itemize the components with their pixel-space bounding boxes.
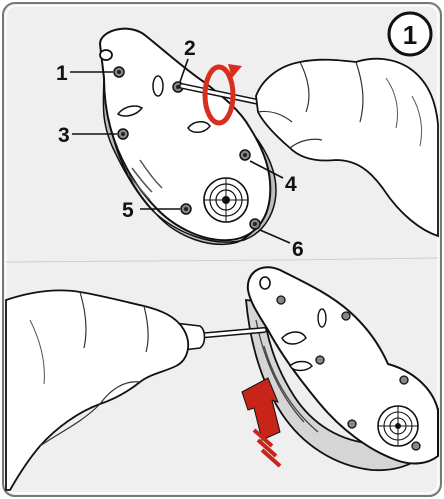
mounting-hole bbox=[99, 49, 113, 61]
fan-grille-icon bbox=[203, 177, 249, 223]
screw-3 bbox=[117, 128, 129, 140]
screw-6 bbox=[249, 218, 261, 230]
body-slot bbox=[152, 75, 164, 97]
screw-hole bbox=[276, 295, 286, 305]
step-number: 1 bbox=[403, 20, 417, 50]
screw-5 bbox=[180, 203, 192, 215]
device-back-top bbox=[98, 27, 277, 246]
fan-grille-icon bbox=[377, 405, 419, 447]
screw-label-6: 6 bbox=[292, 238, 304, 261]
body-slot bbox=[317, 308, 327, 328]
body-slot bbox=[281, 331, 307, 345]
body-slot bbox=[289, 360, 313, 372]
screw-hole bbox=[347, 419, 357, 429]
gloved-hand bbox=[255, 57, 439, 238]
counterclockwise-rotation-arrow-icon bbox=[202, 64, 242, 126]
scene-divider bbox=[5, 257, 439, 263]
hand-with-screwdriver-top bbox=[179, 57, 439, 238]
step-badge: 1 bbox=[387, 11, 433, 57]
screw-hole bbox=[315, 355, 325, 365]
step-badge-circle bbox=[387, 11, 433, 57]
screw-label-5: 5 bbox=[122, 199, 134, 222]
screw-label-1: 1 bbox=[56, 62, 68, 85]
body-slot bbox=[187, 121, 211, 133]
gloved-hand bbox=[5, 289, 190, 491]
screw-hole bbox=[411, 441, 421, 451]
hand-with-screwdriver-bottom bbox=[5, 289, 267, 491]
screw-4 bbox=[239, 149, 251, 161]
leader-lines bbox=[70, 58, 291, 244]
screw-label-3: 3 bbox=[58, 124, 70, 147]
screw-1 bbox=[113, 66, 125, 78]
upward-push-arrow-icon bbox=[241, 377, 282, 468]
screw-hole bbox=[399, 375, 409, 385]
panel-inner-highlight bbox=[5, 5, 439, 494]
device-back-bottom bbox=[245, 266, 439, 472]
screw-hole bbox=[341, 311, 351, 321]
grip-texture bbox=[127, 159, 163, 201]
screw-label-2: 2 bbox=[184, 37, 196, 60]
screw-label-4: 4 bbox=[285, 173, 297, 196]
mounting-hole bbox=[259, 276, 271, 290]
body-slot bbox=[116, 105, 144, 117]
